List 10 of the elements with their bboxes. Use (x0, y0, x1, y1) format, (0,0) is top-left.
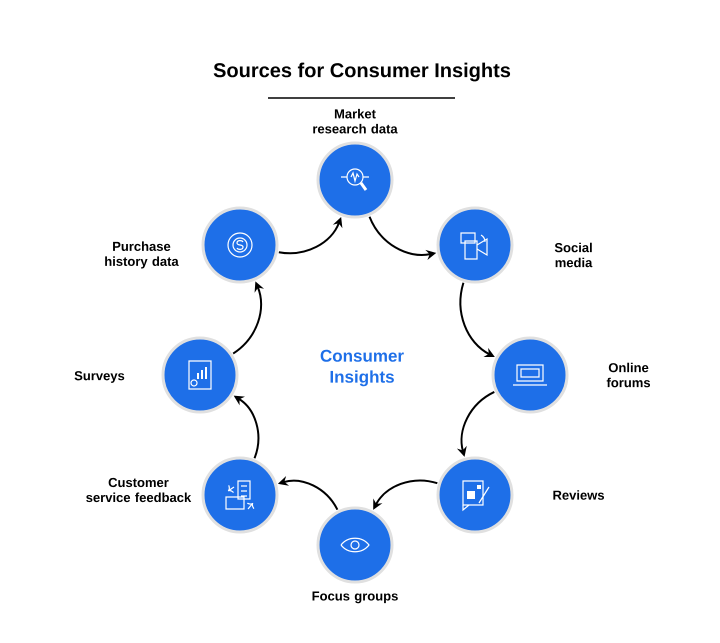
source-label: Focus groups (312, 592, 398, 604)
source-label: Market research data (313, 108, 398, 134)
source-label: Online forums (606, 362, 650, 388)
title: Sources for Consumer Insights (214, 62, 510, 82)
source-label: Social media (554, 242, 592, 268)
source-label: Purchase history data (105, 241, 179, 269)
source-label: Reviews (553, 490, 604, 500)
source-label: Customer service feedback (86, 478, 192, 502)
center-label: Consumer Insights (320, 350, 404, 386)
source-label: Surveys (74, 371, 124, 383)
